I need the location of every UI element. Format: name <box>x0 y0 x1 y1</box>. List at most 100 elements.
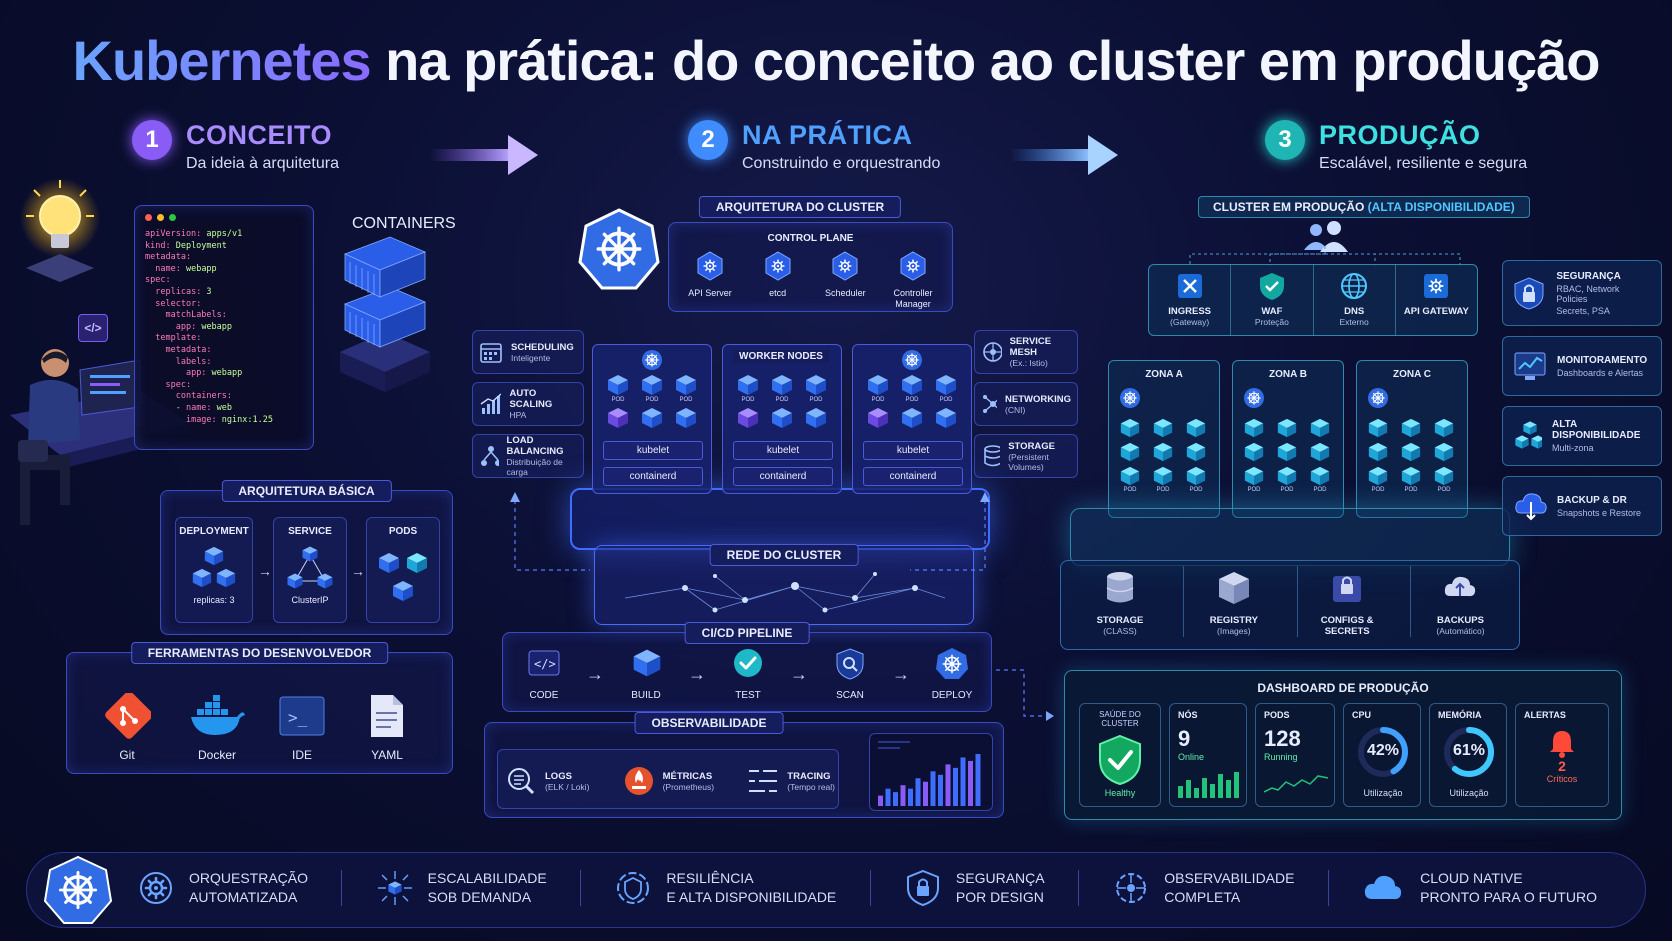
worker-node[interactable]: POD POD POD kubelet containerd <box>592 344 712 494</box>
pod[interactable]: POD <box>767 373 797 403</box>
zone-pod[interactable] <box>1181 441 1211 463</box>
production-feature[interactable]: BACKUP & DR Snapshots e Restore <box>1502 476 1662 536</box>
cpu-card[interactable]: CPU 42% Utilização <box>1343 703 1421 807</box>
zone-pod[interactable]: POD <box>1305 465 1335 493</box>
production-feature[interactable]: SEGURANÇA RBAC, Network Policies Secrets… <box>1502 260 1662 326</box>
zone-pod[interactable]: POD <box>1429 465 1459 493</box>
feature-networking[interactable]: NETWORKING (CNI) <box>974 382 1078 426</box>
cicd-step[interactable]: DEPLOY <box>921 647 983 701</box>
observability-item[interactable]: MÉTRICAS (Prometheus) <box>623 753 714 797</box>
deployment-card[interactable]: DEPLOYMENT replicas: 3 <box>175 517 253 623</box>
pod[interactable] <box>637 406 667 430</box>
zone-pod[interactable] <box>1239 441 1269 463</box>
production-service[interactable]: CONFIGS & SECRETS <box>1296 566 1397 637</box>
zone-pod[interactable]: POD <box>1239 465 1269 493</box>
zone-pod[interactable]: POD <box>1363 465 1393 493</box>
availability-zone[interactable]: ZONA A POD <box>1108 360 1220 518</box>
memory-card[interactable]: MEMÓRIA 61% Utilização <box>1429 703 1507 807</box>
feature-calendar[interactable]: SCHEDULING Inteligente <box>472 330 584 374</box>
zone-pod[interactable]: POD <box>1396 465 1426 493</box>
feature-scaling[interactable]: AUTO SCALING HPA <box>472 382 584 426</box>
feature-load-balancer[interactable]: LOAD BALANCING Distribuição de carga <box>472 434 584 478</box>
network-title: REDE DO CLUSTER <box>709 544 859 566</box>
nodes-card[interactable]: NÓS 9 Online <box>1169 703 1247 807</box>
gateway-item[interactable]: INGRESS (Gateway) <box>1149 265 1230 335</box>
pod[interactable] <box>733 406 763 430</box>
zone-pod[interactable] <box>1305 441 1335 463</box>
zone-pod[interactable]: POD <box>1181 465 1211 493</box>
worker-node[interactable]: POD POD POD kubelet containerd <box>722 344 842 494</box>
tool-docker[interactable]: Docker <box>182 693 252 762</box>
zone-pod[interactable] <box>1239 417 1269 439</box>
ide-icon: >_ <box>279 696 325 736</box>
worker-node[interactable]: POD POD POD kubelet containerd <box>852 344 972 494</box>
separator <box>1077 870 1079 906</box>
zone-pod[interactable] <box>1115 441 1145 463</box>
gateway-item[interactable]: DNS Externo <box>1312 265 1395 335</box>
zone-pod[interactable] <box>1363 417 1393 439</box>
zone-pod[interactable] <box>1181 417 1211 439</box>
alerts-card[interactable]: ALERTAS 2 Críticos <box>1515 703 1609 807</box>
zone-pod[interactable] <box>1148 441 1178 463</box>
pod[interactable] <box>671 406 701 430</box>
zone-pod[interactable]: POD <box>1115 465 1145 493</box>
pod[interactable]: POD <box>863 373 893 403</box>
pod[interactable]: POD <box>897 373 927 403</box>
tool-git[interactable]: Git <box>97 691 157 762</box>
zone-pod[interactable] <box>1363 441 1393 463</box>
gateway-item[interactable]: WAF Proteção <box>1230 265 1312 335</box>
pod[interactable] <box>767 406 797 430</box>
zone-pod[interactable] <box>1429 441 1459 463</box>
control-plane-component[interactable]: Controller Manager <box>882 251 944 310</box>
feature-storage[interactable]: STORAGE (Persistent Volumes) <box>974 434 1078 478</box>
service-card[interactable]: SERVICE ClusterIP <box>273 517 347 623</box>
production-feature[interactable]: ALTA DISPONIBILIDADE Multi-zona <box>1502 406 1662 466</box>
tool-yaml[interactable]: YAML <box>357 693 417 762</box>
cluster-health-card[interactable]: SAÚDE DO CLUSTER Healthy <box>1079 703 1161 807</box>
pod[interactable]: POD <box>637 373 667 403</box>
zone-pod[interactable] <box>1115 417 1145 439</box>
cicd-step[interactable]: TEST <box>717 647 779 701</box>
zone-pod[interactable]: POD <box>1148 465 1178 493</box>
zone-pod[interactable]: POD <box>1272 465 1302 493</box>
pod[interactable] <box>897 406 927 430</box>
production-service[interactable]: STORAGE (CLASS) <box>1070 566 1170 637</box>
control-plane-component[interactable]: etcd <box>747 251 809 310</box>
tool-ide[interactable]: >_ IDE <box>272 693 332 762</box>
pod[interactable] <box>801 406 831 430</box>
zone-pod[interactable] <box>1396 417 1426 439</box>
zone-pod[interactable] <box>1272 441 1302 463</box>
cicd-step[interactable]: BUILD <box>615 647 677 701</box>
zone-pod[interactable] <box>1429 417 1459 439</box>
production-service[interactable]: BACKUPS (Automático) <box>1409 566 1510 637</box>
cicd-step[interactable]: </> CODE <box>513 647 575 701</box>
zone-pod[interactable] <box>1396 441 1426 463</box>
zone-label: ZONA B <box>1269 369 1307 380</box>
pod[interactable] <box>603 406 633 430</box>
kubelet-chip: kubelet <box>733 441 833 460</box>
availability-zone[interactable]: ZONA C POD <box>1356 360 1468 518</box>
pod[interactable]: POD <box>931 373 961 403</box>
pod[interactable] <box>931 406 961 430</box>
feature-service-mesh[interactable]: SERVICE MESH (Ex.: Istio) <box>974 330 1078 374</box>
production-service[interactable]: REGISTRY (Images) <box>1183 566 1283 637</box>
zone-pod[interactable] <box>1305 417 1335 439</box>
pod[interactable] <box>863 406 893 430</box>
pod[interactable]: POD <box>671 373 701 403</box>
zone-pod[interactable] <box>1148 417 1178 439</box>
control-plane-component[interactable]: API Server <box>679 251 741 310</box>
pods-stat-card[interactable]: PODS 128 Running <box>1255 703 1335 807</box>
production-feature[interactable]: MONITORAMENTO Dashboards e Alertas <box>1502 336 1662 396</box>
zone-pod[interactable] <box>1272 417 1302 439</box>
pods-card[interactable]: PODS <box>366 517 440 623</box>
cicd-step[interactable]: SCAN <box>819 647 881 701</box>
pod[interactable]: POD <box>603 373 633 403</box>
observability-item[interactable]: LOGS (ELK / Loki) <box>505 753 589 797</box>
control-plane-component[interactable]: Scheduler <box>814 251 876 310</box>
observability-item[interactable]: TRACING (Tempo real) <box>747 753 835 797</box>
availability-zone[interactable]: ZONA B POD <box>1232 360 1344 518</box>
pod[interactable]: POD <box>801 373 831 403</box>
pod[interactable]: POD <box>733 373 763 403</box>
gateway-item[interactable]: API GATEWAY <box>1394 265 1477 335</box>
